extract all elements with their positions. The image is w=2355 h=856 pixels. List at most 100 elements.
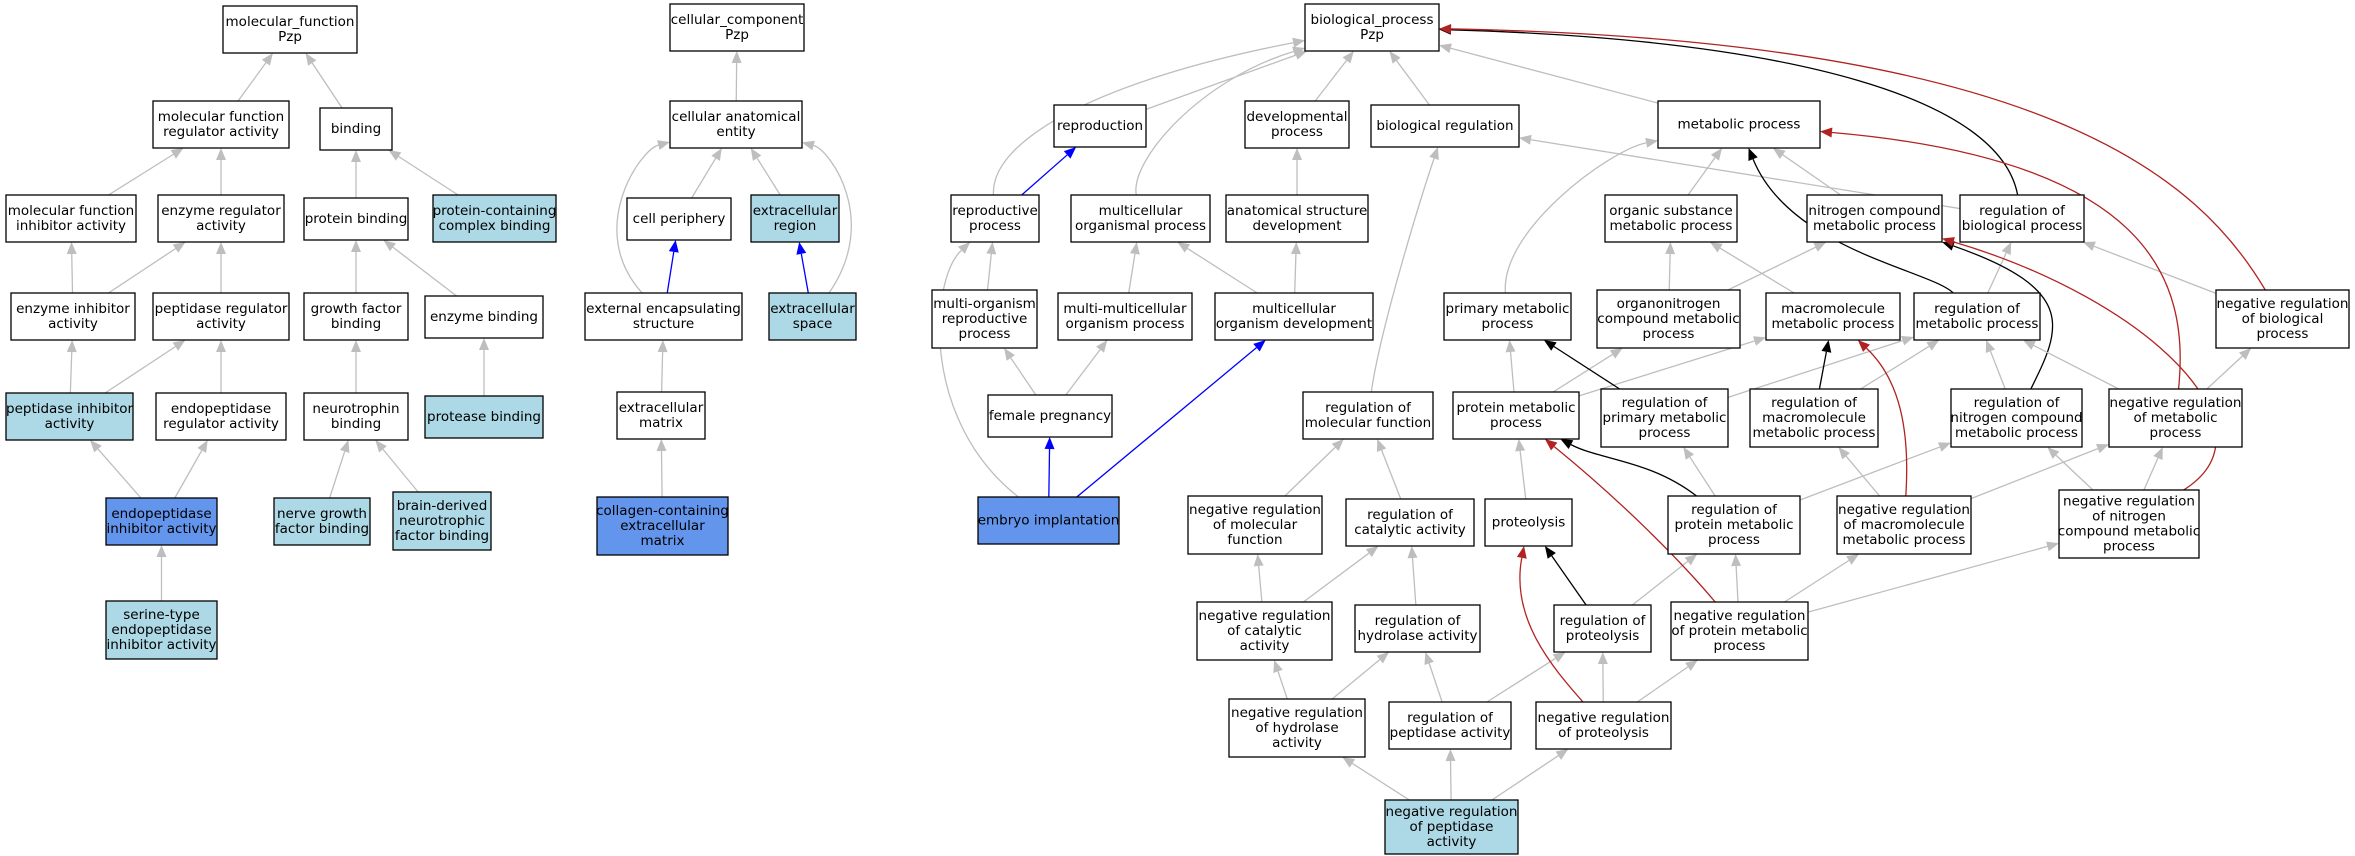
- edge-nrprotmp-to-protmp: [1544, 439, 1716, 603]
- arrowhead-icon: [1543, 340, 1557, 351]
- edge-cae-to-cc: [731, 51, 742, 102]
- arrowhead-icon: [1813, 242, 1827, 252]
- node-breg[interactable]: biological regulation: [1370, 104, 1520, 148]
- arrowhead-icon: [339, 440, 350, 453]
- node-pb[interactable]: protein binding: [303, 197, 409, 241]
- node-metp[interactable]: metabolic process: [1657, 100, 1821, 149]
- node-label: protein binding: [305, 211, 408, 227]
- node-box: [152, 100, 290, 149]
- edge-line: [398, 155, 459, 196]
- node-repro[interactable]: reproduction: [1053, 104, 1147, 148]
- node-box: [432, 194, 557, 243]
- node-box: [1304, 3, 1440, 52]
- node-proteo[interactable]: proteolysis: [1484, 498, 1573, 547]
- edge-line: [1866, 347, 1908, 497]
- edge-rmmp-to-rmp: [1860, 340, 1940, 390]
- node-box: [1600, 388, 1729, 448]
- node-cp[interactable]: cell periphery: [626, 197, 732, 241]
- arrowhead-icon: [216, 340, 226, 352]
- edge-line: [756, 157, 781, 196]
- arrowhead-icon: [1439, 43, 1452, 54]
- edge-devp-to-bp: [1314, 51, 1354, 102]
- node-protb[interactable]: protease binding: [424, 395, 544, 439]
- node-fp[interactable]: female pregnancy: [987, 394, 1113, 438]
- edge-line: [1450, 29, 2019, 196]
- edge-line: [174, 450, 203, 499]
- edge-rpmp-to-pmp: [1543, 340, 1620, 390]
- edge-pia-to-pra: [104, 340, 186, 394]
- edge-nb-to-gfb: [351, 340, 361, 393]
- node-binding[interactable]: binding: [319, 107, 393, 151]
- arrowhead-icon: [1177, 242, 1191, 253]
- edge-line: [1831, 131, 2181, 390]
- edge-pccb-to-binding: [388, 150, 459, 196]
- edge-proteo-to-protmp: [1515, 439, 1527, 500]
- edge-rha-to-rca: [1407, 546, 1418, 606]
- node-eb[interactable]: enzyme binding: [424, 295, 544, 339]
- node-ei[interactable]: embryo implantation: [977, 496, 1120, 545]
